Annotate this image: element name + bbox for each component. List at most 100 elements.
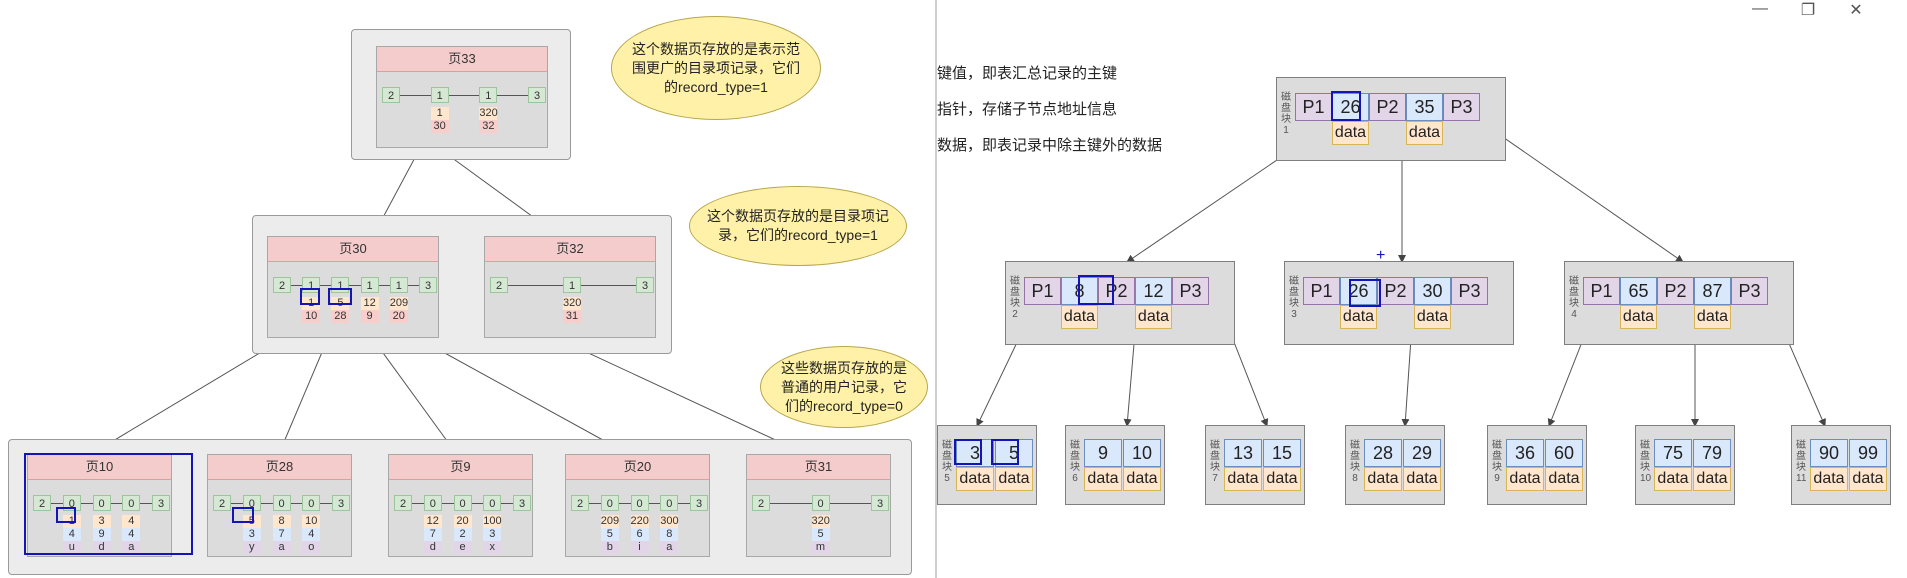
level2-node-0-pointer: P1	[1024, 277, 1061, 305]
level2-node-1-pointer: P1	[1303, 277, 1340, 305]
leaf-node-6-key: 99	[1849, 439, 1887, 467]
leaf-page-0-next-link	[110, 503, 123, 504]
highlight-page10	[24, 453, 193, 555]
level2-node-2-disk-label: 磁盘块4	[1569, 276, 1579, 320]
level2-node-0-data: data	[1135, 305, 1172, 329]
leaf-page-1-col2: 4	[302, 528, 321, 541]
leaf-node-5-data: data	[1654, 467, 1692, 491]
leaf-page-1-id: 10	[302, 515, 321, 528]
leaf-page-3-col2: 8	[660, 528, 679, 541]
leaf-page-2-col2: 2	[453, 528, 472, 541]
leaf-node-0-data: data	[956, 467, 994, 491]
leaf-page-2-next-link	[501, 503, 513, 504]
leaf-node-3-data: data	[1364, 467, 1402, 491]
leaf-page-4-col2: 5	[811, 528, 830, 541]
leaf-node-2-data: data	[1224, 467, 1262, 491]
leaf-page-2-record-type: 0	[453, 495, 472, 511]
leaf-page-0-col2: 4	[62, 528, 81, 541]
page33-key: 320	[479, 107, 498, 120]
leaf-page-3-record-type: 0	[660, 495, 679, 511]
highlight-key-3	[954, 439, 982, 465]
page30-key: 12	[360, 297, 379, 310]
leaf-node-0-data: data	[995, 467, 1033, 491]
page32-record-type: 3	[636, 277, 654, 293]
leaf-node-2-key: 15	[1263, 439, 1301, 467]
leaf-node-1-disk-label: 磁盘块6	[1070, 440, 1080, 484]
leaf-page-1-col3: o	[302, 541, 321, 554]
page33-record-type: 1	[479, 87, 498, 103]
leaf-node-4-key: 60	[1545, 439, 1583, 467]
page30-record-type: 1	[389, 277, 408, 293]
restore-icon[interactable]: ❐	[1800, 2, 1816, 19]
level2-node-2-key: 65	[1620, 277, 1657, 305]
page33-next-link	[400, 95, 431, 96]
leaf-node-1-data: data	[1084, 467, 1122, 491]
leaf-page-4-title: 页31	[747, 455, 890, 480]
close-icon[interactable]: ✕	[1849, 2, 1863, 19]
level2-node-1-data: data	[1414, 305, 1451, 329]
leaf-page-4-record-type: 3	[871, 495, 889, 511]
level2-node-0-disk-label: 磁盘块2	[1010, 276, 1020, 320]
leaf-page-0-col3: d	[92, 541, 111, 554]
leaf-page-1-col3: y	[242, 541, 261, 554]
leaf-page-2-col3: x	[483, 541, 502, 554]
leaf-page-2-col2: 7	[423, 528, 442, 541]
page33-next-link	[497, 95, 528, 96]
leaf-page-1-record-type: 0	[302, 495, 321, 511]
btree-diagram: — ❐ ✕ 键值，即表汇总记录的主键 指针，存储子节点地址信息 数据，即表记录中…	[937, 0, 1907, 578]
page30-next-link	[407, 285, 419, 286]
highlight-key-0	[1331, 91, 1361, 121]
level2-node-0-data: data	[1061, 305, 1098, 329]
leaf-node-3-key: 29	[1403, 439, 1441, 467]
page30-page-no: 28	[331, 310, 350, 323]
page32-page-no: 31	[563, 310, 581, 323]
page33-page-no: 30	[430, 120, 449, 133]
leaf-page-1-col3: a	[272, 541, 291, 554]
leaf-page-2-id: 20	[453, 515, 472, 528]
note-text-mid: 这个数据页存放的是目录项记录，它们的record_type=1	[707, 208, 889, 243]
leaf-node-3-disk-label: 磁盘块8	[1350, 440, 1360, 484]
leaf-page-0-next-link	[140, 503, 152, 504]
minimize-icon[interactable]: —	[1752, 0, 1768, 17]
level2-node-0-key: 12	[1135, 277, 1172, 305]
leaf-page-1-title: 页28	[208, 455, 351, 480]
page30-page-no: 9	[360, 310, 379, 323]
page32-record-type: 1	[563, 277, 581, 293]
leaf-page-0-record-type: 2	[33, 495, 51, 511]
highlight-key-1	[1078, 275, 1114, 305]
note-text-root: 这个数据页存放的是表示范围更广的目录项记录，它们的record_type=1	[632, 40, 800, 95]
leaf-page-3-id: 209	[600, 515, 620, 528]
leaf-node-5-data: data	[1693, 467, 1731, 491]
page30-next-link	[378, 285, 390, 286]
cursor-crosshair-icon: +	[1376, 247, 1386, 264]
page30-next-link	[320, 285, 332, 286]
level2-node-0-pointer: P2	[1098, 277, 1135, 305]
root-node-pointer: P1	[1295, 93, 1332, 121]
leaf-node-1-data: data	[1123, 467, 1161, 491]
level2-node-1-key: 30	[1414, 277, 1451, 305]
level2-node-2-data: data	[1694, 305, 1731, 329]
page33-key: 1	[430, 107, 449, 120]
highlight-entry-1	[328, 288, 352, 305]
leaf-node-0-key: 5	[995, 439, 1033, 467]
leaf-page-2-id: 12	[423, 515, 442, 528]
leaf-page-1-next-link	[231, 503, 243, 504]
leaf-page-3-next-link	[618, 503, 631, 504]
level2-node-1-data: data	[1340, 305, 1377, 329]
page33-next-link	[448, 95, 480, 96]
page32-title: 页32	[485, 237, 655, 262]
leaf-page-1-next-link	[260, 503, 273, 504]
leaf-page-3-next-link	[648, 503, 661, 504]
leaf-page-3-col3: b	[600, 541, 619, 554]
leaf-page-3-col3: a	[660, 541, 679, 554]
